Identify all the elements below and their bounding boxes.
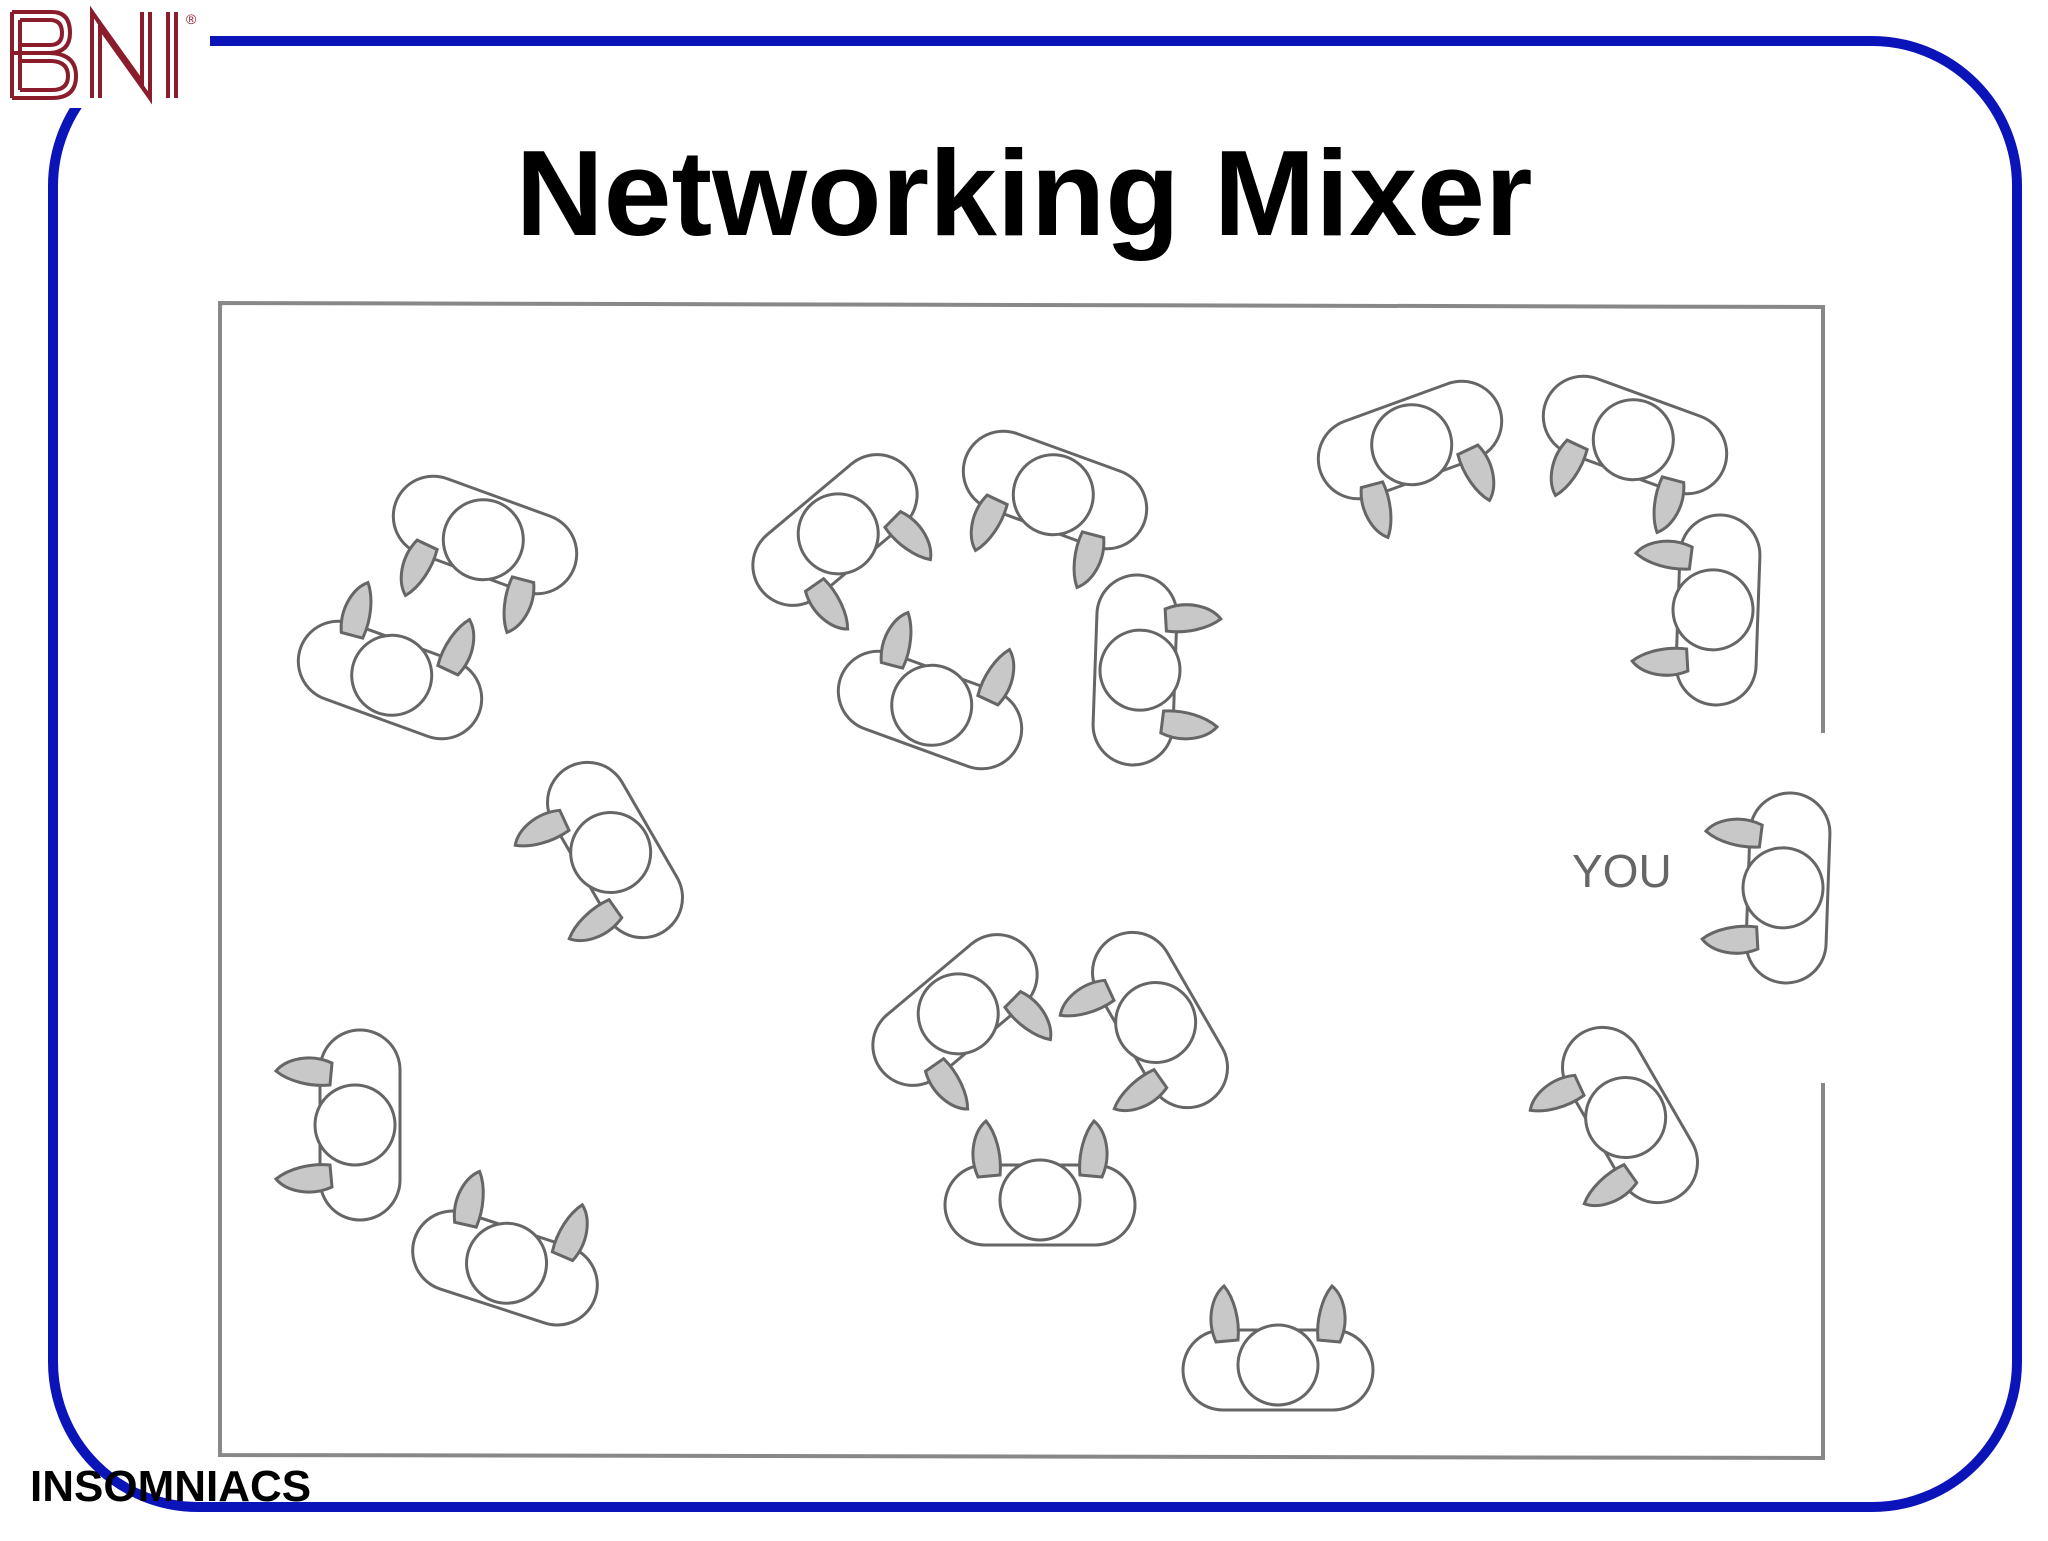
person <box>400 1157 623 1337</box>
person <box>1629 510 1763 708</box>
person <box>943 1119 1137 1247</box>
person <box>285 567 510 752</box>
person <box>274 1028 402 1222</box>
person-you <box>1699 788 1833 986</box>
person <box>855 916 1084 1137</box>
bni-logo: ® <box>0 0 210 108</box>
room-wall <box>218 300 1825 1461</box>
person <box>735 436 964 657</box>
registered-mark: ® <box>186 11 197 27</box>
person <box>1181 1284 1375 1412</box>
person <box>1038 916 1244 1146</box>
person <box>1305 368 1530 553</box>
person <box>935 418 1160 603</box>
you-label: YOU <box>1572 845 1672 897</box>
page-title: Networking Mixer <box>515 125 1533 261</box>
person <box>493 746 699 976</box>
person <box>365 463 590 648</box>
slide-frame <box>48 36 2022 1512</box>
person <box>825 597 1050 782</box>
person <box>1508 1011 1714 1241</box>
person <box>1090 572 1224 770</box>
footer-label: INSOMNIACS <box>30 1462 312 1511</box>
